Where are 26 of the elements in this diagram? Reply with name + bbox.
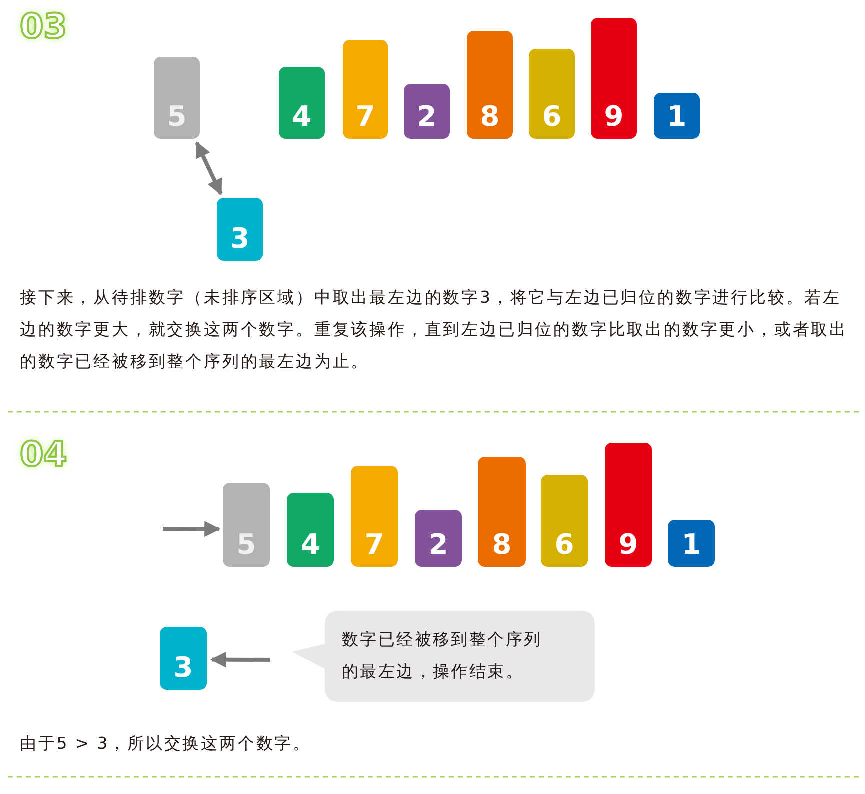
number-bar: 7: [351, 466, 398, 567]
paragraph: 接下来，从待排数字（未排序区域）中取出最左边的数字3，将它与左边已归位的数字进行比较。若左边的数字更大，就交换这两个数字。重复该操作，直到左边已归位的数字比取出的数字更小，或者取出的数字已经被移到整个序列的最左边为止。: [20, 287, 849, 373]
number-bar: 3: [160, 627, 207, 690]
number-bar: 6: [541, 475, 588, 567]
number-bar: 7: [343, 40, 388, 139]
number-bar: 1: [654, 93, 700, 139]
number-bar: 2: [415, 510, 462, 567]
paragraph: 由于5 > 3，所以交换这两个数字。: [20, 733, 313, 755]
step-number: 03: [20, 10, 68, 44]
number-bar: 8: [478, 457, 526, 567]
number-bar: 5: [154, 57, 200, 139]
number-bar: 9: [591, 18, 637, 139]
number-bar: 4: [287, 493, 334, 567]
number-bar: 4: [279, 67, 325, 139]
number-bar: 1: [668, 520, 715, 567]
number-bar: 3: [217, 198, 263, 261]
double-arrow: [195, 142, 223, 196]
speech-bubble: 数字已经被移到整个序列的最左边，操作结束。: [292, 611, 595, 702]
arrow: [163, 521, 221, 538]
arrow: [210, 652, 270, 668]
number-bar: 5: [223, 483, 270, 567]
number-bar: 2: [404, 84, 450, 139]
number-bar: 8: [467, 31, 513, 139]
step-number: 04: [20, 438, 68, 472]
number-bar: 6: [529, 49, 575, 139]
number-bar: 9: [605, 443, 652, 567]
